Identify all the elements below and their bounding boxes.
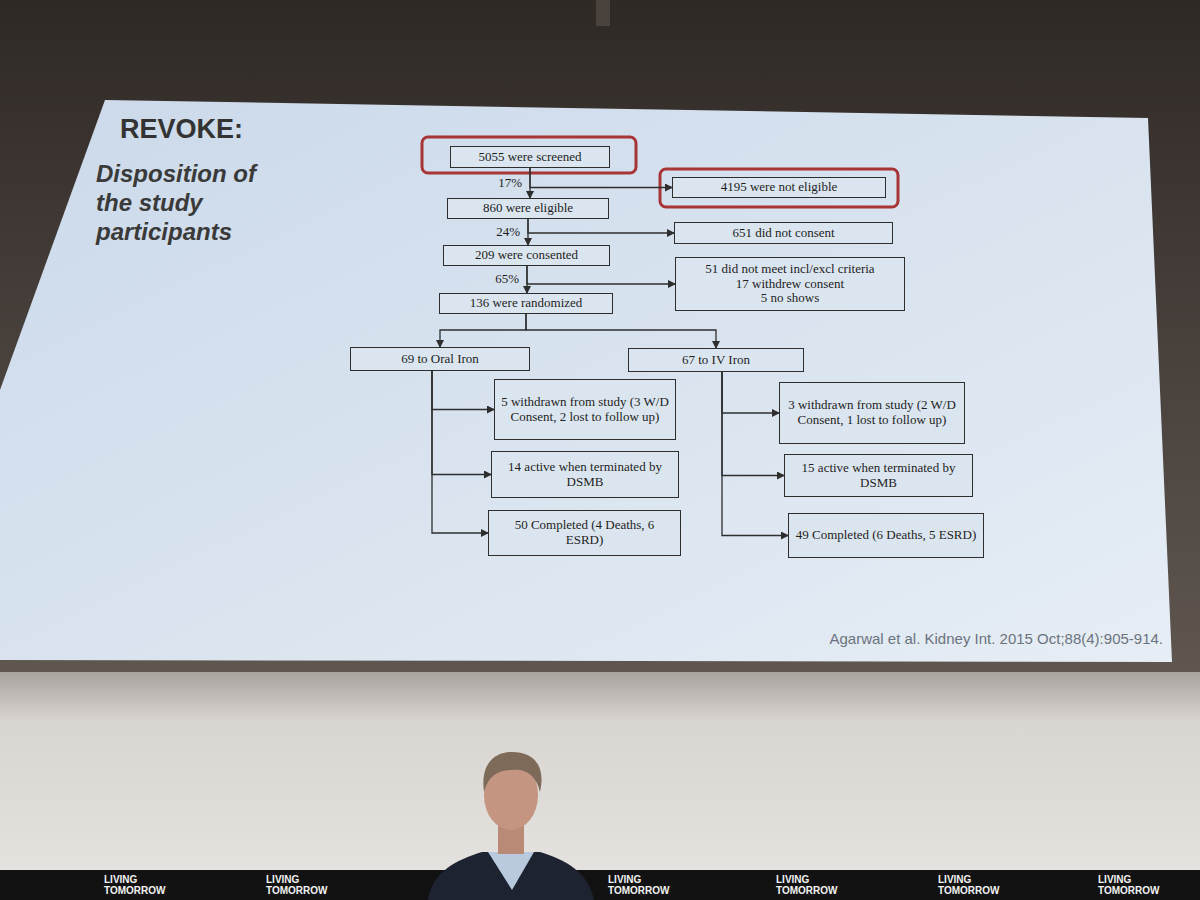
flow-connector [440, 314, 526, 347]
slide-title: REVOKE: [120, 114, 243, 145]
flow-connector [526, 314, 716, 348]
flow-box: 50 Completed (4 Deaths, 6 ESRD) [488, 510, 681, 556]
flow-box: 51 did not meet incl/excl criteria17 wit… [675, 257, 905, 311]
flow-box: 69 to Oral Iron [350, 347, 530, 371]
box-text: 5055 were screened [478, 150, 581, 165]
logo-text: LIVING TOMORROW [608, 874, 678, 896]
flow-connector [432, 371, 488, 533]
flow-box: 67 to IV Iron [628, 348, 804, 372]
box-text: 651 did not consent [732, 226, 834, 241]
box-text: 67 to IV Iron [682, 353, 750, 368]
percent-label: 17% [498, 175, 522, 191]
flow-box: 209 were consented [443, 245, 610, 266]
box-text: 136 were randomized [470, 296, 583, 311]
logo-text: LIVING TOMORROW [776, 874, 846, 896]
box-text: 69 to Oral Iron [401, 352, 479, 367]
light-wall [0, 672, 1200, 872]
percent-label: 24% [496, 224, 520, 240]
ceiling-fixture [596, 0, 610, 26]
flow-box: 49 Completed (6 Deaths, 5 ESRD) [788, 513, 984, 558]
stage-bar [0, 870, 1200, 900]
flow-connector [530, 168, 672, 188]
box-text: 50 Completed (4 Deaths, 6 ESRD) [495, 518, 674, 548]
percent-label: 65% [495, 271, 519, 287]
logo-text: LIVING TOMORROW [938, 874, 1008, 896]
flow-box: 5055 were screened [450, 146, 610, 168]
highlight-outline [422, 137, 636, 173]
box-text: 3 withdrawn from study (2 W/D Consent, 1… [786, 398, 958, 428]
flow-connector [722, 372, 784, 476]
flow-box: 15 active when terminated by DSMB [784, 454, 973, 497]
box-text: 5 no shows [761, 291, 820, 306]
flow-box: 5 withdrawn from study (3 W/D Consent, 2… [494, 379, 676, 440]
logo-text: LIVING TOMORROW [266, 874, 336, 896]
slide-subtitle: Disposition of the study participants [96, 160, 294, 246]
box-text: 51 did not meet incl/excl criteria [705, 262, 874, 277]
flow-connector [432, 371, 491, 475]
logo-text: LIVING TOMORROW [104, 874, 174, 896]
speaker-shirt [488, 852, 534, 890]
flow-connector [528, 219, 674, 233]
citation-caption: Agarwal et al. Kidney Int. 2015 Oct;88(4… [829, 630, 1163, 647]
projected-slide [0, 100, 1172, 662]
flow-box: 4195 were not eligible [672, 177, 886, 198]
speaker-figure [428, 752, 594, 900]
box-text: 49 Completed (6 Deaths, 5 ESRD) [796, 528, 977, 543]
box-text: 15 active when terminated by DSMB [791, 461, 966, 491]
logo-text: LIVING TOMORROW [1098, 874, 1168, 896]
box-text: 5 withdrawn from study (3 W/D Consent, 2… [501, 395, 669, 425]
flow-box: 14 active when terminated by DSMB [491, 451, 679, 498]
flow-connector [722, 372, 779, 413]
box-text: 860 were eligible [483, 201, 573, 216]
flow-connector [527, 266, 675, 284]
box-text: 14 active when terminated by DSMB [498, 460, 672, 490]
flow-box: 860 were eligible [447, 198, 609, 219]
speaker-suit [428, 852, 594, 900]
speaker-hair [483, 752, 541, 792]
highlight-outline [660, 169, 898, 207]
flow-connector [432, 371, 494, 410]
box-text: 4195 were not eligible [721, 180, 838, 195]
box-text: 209 were consented [475, 248, 578, 263]
box-text: 17 withdrew consent [736, 277, 844, 292]
flow-box: 3 withdrawn from study (2 W/D Consent, 1… [779, 382, 965, 444]
flow-box: 136 were randomized [439, 293, 613, 314]
flow-box: 651 did not consent [674, 222, 893, 244]
